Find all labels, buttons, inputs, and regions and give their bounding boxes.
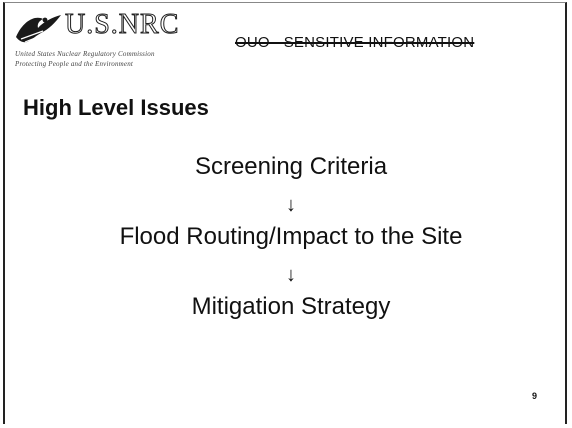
nrc-logo: U.S.NRC United States Nuclear Regulatory… (13, 9, 191, 71)
sensitivity-marking: OUO - SENSITIVE INFORMATION (235, 34, 475, 51)
flow-step-screening-criteria: Screening Criteria (194, 153, 388, 180)
down-arrow-icon: ↓ (286, 194, 296, 216)
logo-tagline-agency: United States Nuclear Regulatory Commiss… (15, 50, 155, 58)
down-arrow-icon: ↓ (286, 264, 296, 286)
eagle-icon (16, 15, 61, 43)
issue-flow: Screening Criteria ↓ Flood Routing/Impac… (5, 153, 572, 321)
logo-wordmark: U.S.NRC (64, 9, 180, 41)
page-number: 9 (531, 391, 537, 401)
flow-step-flood-routing: Flood Routing/Impact to the Site (119, 223, 463, 250)
logo-tagline-motto: Protecting People and the Environment (15, 60, 134, 68)
slide-frame: U.S.NRC United States Nuclear Regulatory… (3, 2, 567, 424)
slide-title: High Level Issues (23, 95, 209, 120)
flow-step-mitigation-strategy: Mitigation Strategy (191, 293, 391, 320)
